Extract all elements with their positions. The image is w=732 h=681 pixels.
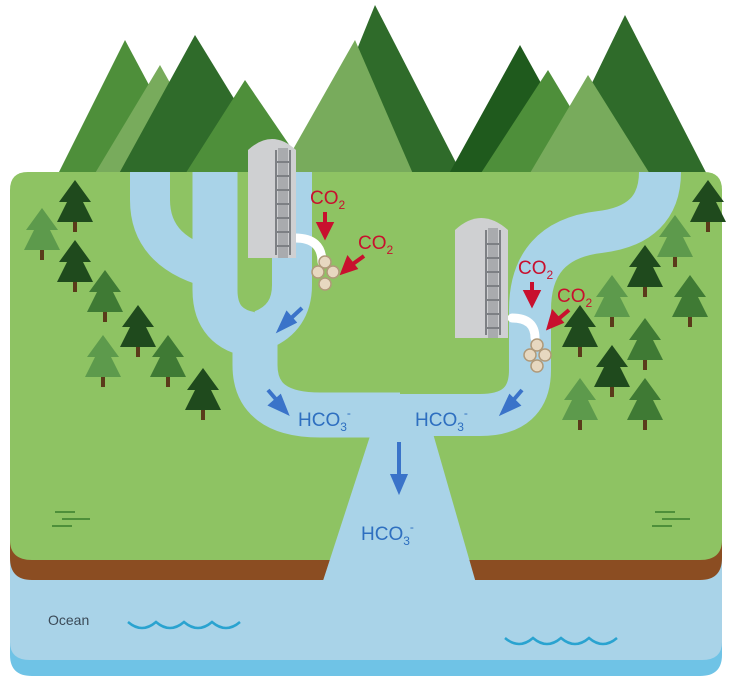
- tree-icon: [627, 378, 663, 430]
- tree-icon: [57, 240, 93, 292]
- mountains: [50, 5, 715, 190]
- tree-icon: [594, 345, 630, 397]
- co2-arrow: [339, 254, 366, 276]
- co2-label: CO2: [310, 188, 346, 212]
- tree-icon: [562, 305, 598, 357]
- co2-arrow: [315, 212, 335, 241]
- wave-icon: [127, 620, 241, 630]
- bicarbonate-label: HCO3-: [415, 406, 468, 434]
- mountain-icon: [270, 40, 420, 190]
- tree-icon: [627, 245, 663, 297]
- tree-icon: [627, 318, 663, 370]
- tree-icon: [85, 335, 121, 387]
- tree-icon: [24, 208, 60, 260]
- ocean-label: Ocean: [48, 612, 89, 628]
- co2-arrows: [315, 212, 571, 331]
- flow-arrow: [389, 442, 409, 496]
- tree-icon: [672, 275, 708, 327]
- trees: [24, 180, 726, 430]
- silo-icon: [455, 218, 508, 338]
- tree-icon: [150, 335, 186, 387]
- bicarbonate-label: HCO3-: [361, 520, 414, 548]
- co2-arrow: [522, 282, 542, 309]
- grass-tufts: [52, 511, 690, 527]
- co2-arrow: [545, 308, 571, 331]
- flow-arrow: [275, 306, 304, 334]
- flow-arrow: [498, 388, 524, 417]
- tree-icon: [57, 180, 93, 232]
- bicarbonate-label: HCO3-: [298, 406, 351, 434]
- flow-arrows: [266, 306, 524, 496]
- flow-arrow: [266, 388, 290, 416]
- tree-icon: [185, 368, 221, 420]
- tree-icon: [120, 305, 156, 357]
- tree-icon: [594, 275, 630, 327]
- tree-icon: [690, 180, 726, 232]
- rock-pellets-icon: [311, 255, 340, 291]
- co2-label: CO2: [358, 233, 394, 257]
- tree-icon: [562, 378, 598, 430]
- estuary: [320, 430, 478, 590]
- tree-icon: [657, 215, 693, 267]
- silo-icon: [248, 139, 296, 258]
- tree-icon: [87, 270, 123, 322]
- wave-icon: [504, 636, 618, 646]
- rock-pellets-icon: [523, 338, 552, 373]
- mountain-icon: [520, 75, 660, 190]
- co2-label: CO2: [518, 258, 554, 282]
- co2-label: CO2: [557, 286, 593, 310]
